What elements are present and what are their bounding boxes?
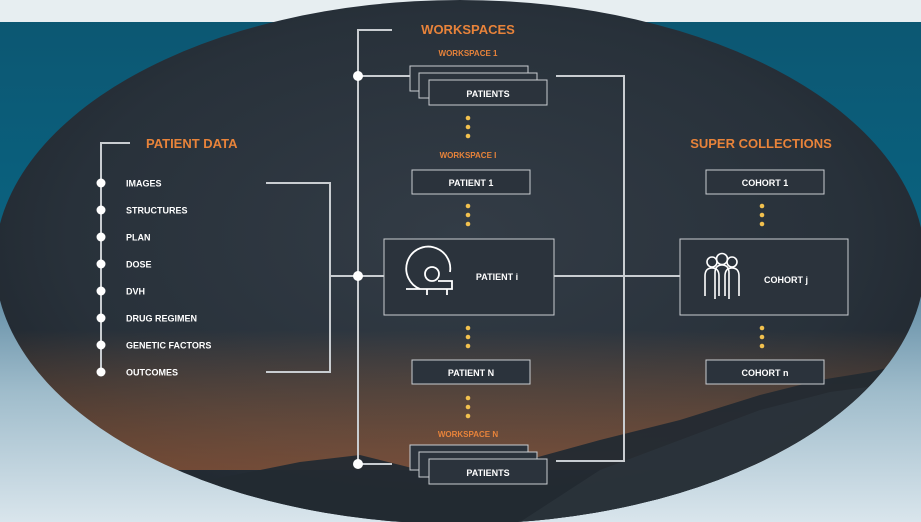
mountain-landscape bbox=[0, 330, 921, 522]
ellipsis-dots-3 bbox=[465, 325, 471, 349]
patient-1-box[interactable]: PATIENT 1 bbox=[411, 169, 531, 195]
patient-data-node bbox=[96, 259, 106, 269]
workspace-n-patients-label: PATIENTS bbox=[466, 468, 509, 478]
trunk-node-bottom bbox=[353, 459, 363, 469]
workspace-n-label: WORKSPACE N bbox=[438, 430, 499, 439]
patient-i-label: PATIENT i bbox=[476, 272, 518, 282]
patient-data-item: DRUG REGIMEN bbox=[126, 314, 197, 324]
ellipsis-dots-5 bbox=[759, 203, 765, 227]
ct-scanner-icon bbox=[405, 245, 453, 295]
super-collections-heading: SUPER COLLECTIONS bbox=[690, 136, 832, 151]
patient-data-node bbox=[96, 313, 106, 323]
people-group-icon bbox=[704, 252, 740, 299]
patient-data-node bbox=[96, 178, 106, 188]
cohort-j-label: COHORT j bbox=[764, 275, 808, 285]
ellipsis-dots-1 bbox=[465, 115, 471, 139]
patient-data-node bbox=[96, 232, 106, 242]
cohort-1-label: COHORT 1 bbox=[742, 178, 789, 188]
patient-data-node bbox=[96, 286, 106, 296]
patient-data-item: PLAN bbox=[126, 233, 151, 243]
patient-data-heading: PATIENT DATA bbox=[146, 136, 238, 151]
ellipsis-dots-6 bbox=[759, 325, 765, 349]
patient-data-item: GENETIC FACTORS bbox=[126, 341, 211, 351]
patient-data-item: DOSE bbox=[126, 260, 152, 270]
workspace-1-label: WORKSPACE 1 bbox=[439, 49, 499, 58]
patient-data-item: STRUCTURES bbox=[126, 206, 188, 216]
cohort-j-box[interactable]: COHORT j bbox=[679, 238, 849, 316]
patient-1-label: PATIENT 1 bbox=[449, 178, 494, 188]
ellipsis-dots-2 bbox=[465, 203, 471, 227]
patient-n-label: PATIENT N bbox=[448, 368, 494, 378]
patient-data-item: IMAGES bbox=[126, 179, 162, 189]
cohort-n-box[interactable]: COHORT n bbox=[705, 359, 825, 385]
workspace-1-stack[interactable]: PATIENTS bbox=[409, 65, 548, 106]
patient-data-list: IMAGES STRUCTURES PLAN DOSE DVH DRUG REGIMEN G… bbox=[96, 178, 211, 378]
patient-data-item: OUTCOMES bbox=[126, 368, 178, 378]
workspace-n-stack[interactable]: PATIENTS bbox=[409, 444, 548, 485]
patient-data-node bbox=[96, 205, 106, 215]
workspace-i-label: WORKSPACE I bbox=[440, 151, 497, 160]
cohort-1-box[interactable]: COHORT 1 bbox=[705, 169, 825, 195]
patient-data-node bbox=[96, 340, 106, 350]
trunk-node-mid bbox=[353, 271, 363, 281]
patient-data-node bbox=[96, 367, 106, 377]
patient-data-bracket bbox=[100, 142, 130, 372]
workspace-1-patients-label: PATIENTS bbox=[466, 89, 509, 99]
patient-data-item: DVH bbox=[126, 287, 145, 297]
workspaces-heading: WORKSPACES bbox=[421, 22, 515, 37]
trunk-node-top bbox=[353, 71, 363, 81]
workspace-to-collections-connector bbox=[554, 75, 680, 462]
patient-n-box[interactable]: PATIENT N bbox=[411, 359, 531, 385]
ellipsis-dots-4 bbox=[465, 395, 471, 419]
patient-i-box[interactable]: PATIENT i bbox=[383, 238, 555, 316]
cohort-n-label: COHORT n bbox=[742, 368, 789, 378]
